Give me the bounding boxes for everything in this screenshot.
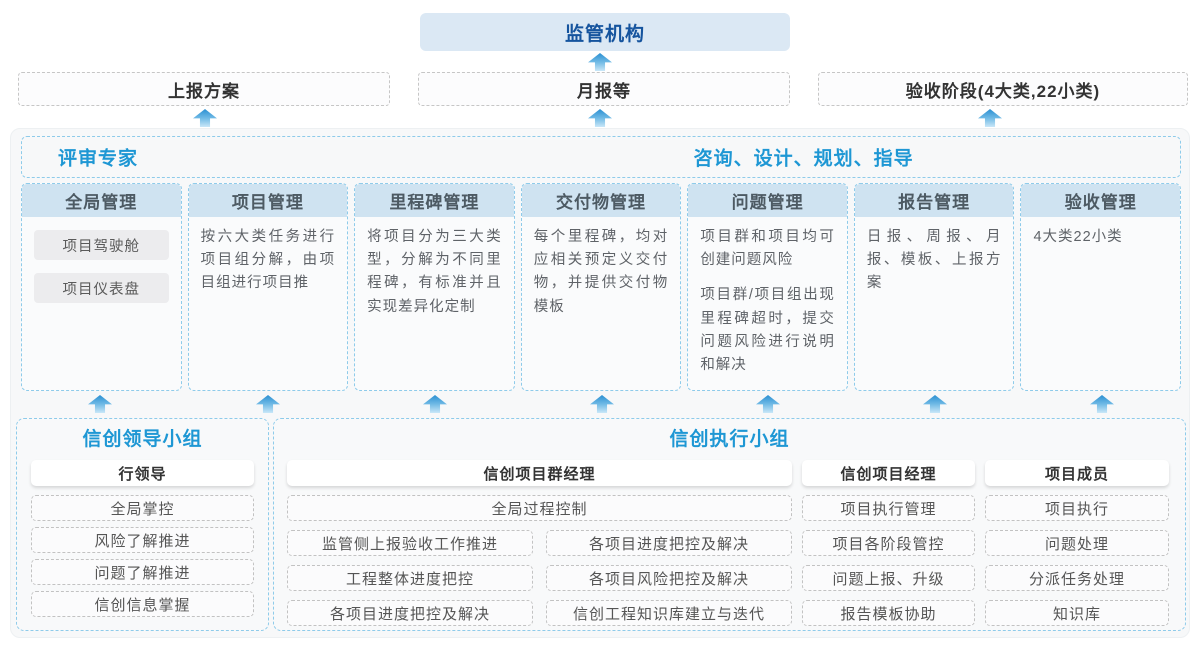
program-manager-item: 信创工程知识库建立与迭代 — [546, 600, 792, 626]
column-title: 验收管理 — [1021, 184, 1181, 217]
column-description: 日报、周报、月报、模板、上报方案 — [855, 217, 1014, 305]
column-global-management: 全局管理 项目驾驶舱 项目仪表盘 — [21, 183, 182, 391]
consulting-title: 咨询、设计、规划、指导 — [693, 148, 914, 170]
up-arrow-icon — [588, 53, 612, 71]
program-manager-item: 各项目进度把控及解决 — [546, 530, 792, 556]
up-arrow-icon — [423, 395, 447, 413]
description-paragraph: 4大类22小类 — [1033, 229, 1123, 245]
column-description: 项目群和项目均可创建问题风险 项目群/项目组出现里程碑超时，提交问题风险进行说明… — [688, 217, 847, 386]
up-arrow-icon — [1090, 395, 1114, 413]
role-project-manager: 信创项目经理 — [802, 460, 975, 486]
role-bank-leader: 行领导 — [31, 460, 254, 486]
project-member-item: 项目执行 — [985, 495, 1169, 521]
program-manager-row: 各项目进度把控及解决 信创工程知识库建立与迭代 — [287, 600, 792, 635]
column-acceptance-management: 验收管理 4大类22小类 — [1020, 183, 1182, 391]
execution-group-title: 信创执行小组 — [669, 429, 790, 450]
acceptance-stage-label: 验收阶段(4大类,22小类) — [905, 81, 1101, 101]
project-member-item: 问题处理 — [985, 530, 1169, 556]
project-member-section: 项目成员 项目执行 问题处理 分派任务处理 知识库 — [985, 460, 1169, 635]
project-member-item: 知识库 — [985, 600, 1169, 626]
up-arrow-icon — [256, 395, 280, 413]
review-experts-title: 评审专家 — [58, 148, 139, 170]
leadership-group-title: 信创领导小组 — [82, 429, 203, 450]
description-paragraph: 将项目分为三大类型，分解为不同里程碑，有标准并且实现差异化定制 — [367, 229, 502, 315]
column-issue-management: 问题管理 项目群和项目均可创建问题风险 项目群/项目组出现里程碑超时，提交问题风… — [687, 183, 848, 391]
program-manager-section: 信创项目群经理 全局过程控制 监管侧上报验收工作推进 各项目进度把控及解决 工程… — [287, 460, 792, 635]
description-paragraph: 项目群/项目组出现里程碑超时，提交问题风险进行说明和解决 — [700, 287, 835, 373]
project-manager-item: 项目各阶段管控 — [802, 530, 975, 556]
monthly-report-label: 月报等 — [577, 81, 631, 101]
leadership-item: 风险了解推进 — [31, 527, 254, 553]
project-member-item: 分派任务处理 — [985, 565, 1169, 591]
up-arrow-icon — [88, 395, 112, 413]
column-report-management: 报告管理 日报、周报、月报、模板、上报方案 — [853, 183, 1015, 391]
description-paragraph: 每个里程碑，均对应相关预定义交付物，并提供交付物模板 — [533, 229, 669, 315]
platform-panel: 评审专家 咨询、设计、规划、指导 全局管理 项目驾驶舱 项目仪表盘 项目管理 按… — [10, 128, 1190, 638]
column-description: 4大类22小类 — [1021, 217, 1180, 258]
column-title: 交付物管理 — [521, 184, 681, 217]
leadership-item: 信创信息掌握 — [31, 591, 254, 617]
program-manager-item: 各项目风险把控及解决 — [546, 565, 792, 591]
up-arrow-icon — [923, 395, 947, 413]
column-title: 问题管理 — [688, 184, 847, 217]
program-manager-row: 工程整体进度把控 各项目风险把控及解决 — [287, 565, 792, 600]
column-title: 报告管理 — [854, 184, 1014, 217]
management-columns: 全局管理 项目驾驶舱 项目仪表盘 项目管理 按六大类任务进行项目组分解，由项目组… — [21, 183, 1182, 391]
program-manager-row: 监管侧上报验收工作推进 各项目进度把控及解决 — [287, 530, 792, 565]
column-title: 全局管理 — [22, 184, 181, 217]
project-manager-section: 信创项目经理 项目执行管理 项目各阶段管控 问题上报、升级 报告模板协助 — [802, 460, 975, 635]
column-title: 项目管理 — [188, 184, 348, 217]
column-title: 里程碑管理 — [355, 184, 514, 217]
up-arrow-icon — [588, 109, 612, 127]
project-manager-item: 项目执行管理 — [802, 495, 975, 521]
report-plan-node: 上报方案 — [18, 72, 390, 106]
description-paragraph: 项目群和项目均可创建问题风险 — [700, 229, 835, 269]
regulator-label: 监管机构 — [564, 23, 645, 45]
column-description: 将项目分为三大类型，分解为不同里程碑，有标准并且实现差异化定制 — [355, 217, 514, 328]
program-manager-item: 全局过程控制 — [287, 495, 792, 521]
column-deliverable-management: 交付物管理 每个里程碑，均对应相关预定义交付物，并提供交付物模板 — [520, 183, 682, 391]
up-arrow-icon — [193, 109, 217, 127]
leadership-group-body: 行领导 全局掌控 风险了解推进 问题了解推进 信创信息掌握 — [17, 452, 268, 617]
acceptance-stage-node: 验收阶段(4大类,22小类) — [818, 72, 1188, 106]
monthly-report-node: 月报等 — [418, 72, 790, 106]
project-manager-item: 问题上报、升级 — [802, 565, 975, 591]
regulator-node: 监管机构 — [420, 13, 790, 51]
execution-group-body: 信创项目群经理 全局过程控制 监管侧上报验收工作推进 各项目进度把控及解决 工程… — [274, 460, 1185, 626]
leadership-item: 问题了解推进 — [31, 559, 254, 585]
program-manager-item: 工程整体进度把控 — [287, 565, 533, 591]
pill-project-cockpit: 项目驾驶舱 — [34, 230, 169, 260]
project-manager-item: 报告模板协助 — [802, 600, 975, 626]
description-paragraph: 按六大类任务进行项目组分解，由项目组进行项目推 — [200, 229, 336, 292]
role-program-manager: 信创项目群经理 — [287, 460, 792, 486]
up-arrow-icon — [978, 109, 1002, 127]
leadership-group: 信创领导小组 行领导 全局掌控 风险了解推进 问题了解推进 信创信息掌握 — [16, 418, 269, 631]
description-paragraph: 日报、周报、月报、模板、上报方案 — [866, 229, 1002, 292]
experts-header-bar: 评审专家 咨询、设计、规划、指导 — [21, 136, 1181, 178]
program-manager-item: 各项目进度把控及解决 — [287, 600, 533, 626]
column-project-management: 项目管理 按六大类任务进行项目组分解，由项目组进行项目推 — [187, 183, 349, 391]
pill-project-dashboard: 项目仪表盘 — [34, 273, 169, 303]
column-milestone-management: 里程碑管理 将项目分为三大类型，分解为不同里程碑，有标准并且实现差异化定制 — [354, 183, 515, 391]
report-plan-label: 上报方案 — [168, 81, 240, 101]
leadership-item: 全局掌控 — [31, 495, 254, 521]
column-description: 按六大类任务进行项目组分解，由项目组进行项目推 — [189, 217, 348, 305]
column-description: 每个里程碑，均对应相关预定义交付物，并提供交付物模板 — [522, 217, 681, 328]
execution-group: 信创执行小组 信创项目群经理 全局过程控制 监管侧上报验收工作推进 各项目进度把… — [273, 418, 1186, 631]
up-arrow-icon — [590, 395, 614, 413]
role-project-member: 项目成员 — [985, 460, 1169, 486]
up-arrow-icon — [756, 395, 780, 413]
program-manager-item: 监管侧上报验收工作推进 — [287, 530, 533, 556]
